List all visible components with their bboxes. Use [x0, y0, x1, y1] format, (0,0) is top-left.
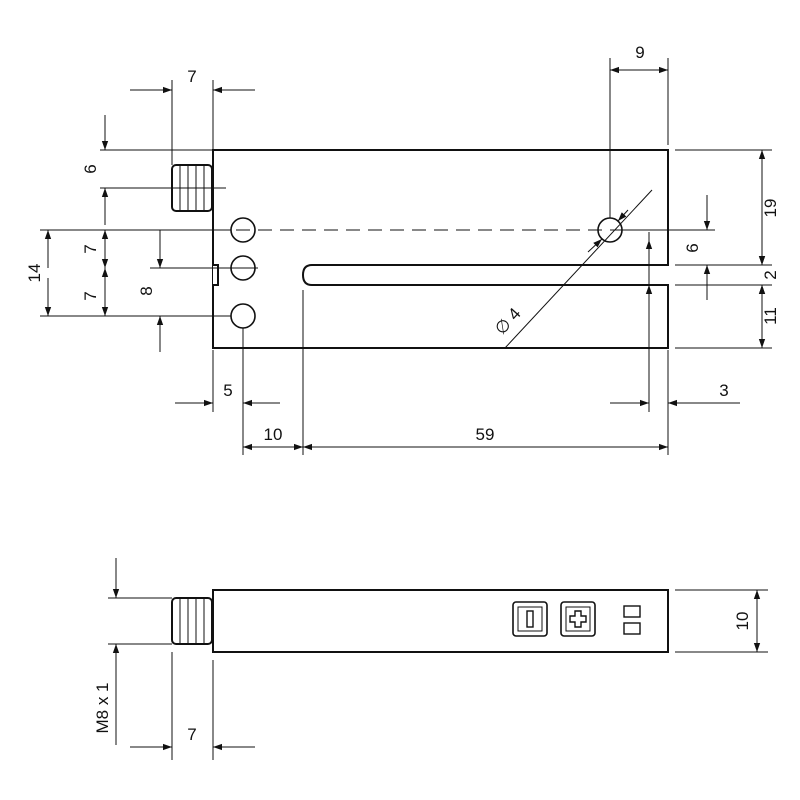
dim-slot-to-hole: 8	[137, 286, 156, 295]
dim-hole-axis-to-slot: 6	[683, 243, 702, 252]
dim-slot-length: 59	[476, 425, 495, 444]
led-indicator-icon	[623, 605, 641, 635]
dim-slot-to-bottom: 11	[761, 307, 780, 325]
m8-connector	[171, 164, 226, 212]
dim-hole-pitch-lower: 7	[81, 291, 100, 300]
dim-connector-offset: 6	[81, 164, 100, 173]
fork-slot	[301, 264, 668, 286]
dim-hole-span: 14	[25, 264, 44, 283]
dim-height: 10	[733, 612, 752, 631]
dim-right-to-hole-axis: 19	[761, 199, 780, 218]
dim-right-offset: 9	[635, 43, 644, 62]
m8-connector-side	[171, 597, 213, 645]
dim-thread: M8 x 1	[93, 682, 112, 733]
dim-connector-width-side: 7	[187, 725, 196, 744]
dim-slot-end-to-right: 3	[719, 381, 728, 400]
dim-hole-to-slot-start: 10	[264, 425, 283, 444]
sensor-housing	[212, 149, 669, 349]
top-view: 7 9 6 14 7 7 8 ∅ 4	[25, 43, 780, 455]
sensor-housing-side	[212, 589, 669, 653]
minus-key-icon	[512, 601, 548, 637]
dim-slot-width: 2	[761, 270, 780, 279]
dim-connector-width: 7	[187, 67, 196, 86]
mounting-hole	[230, 303, 256, 329]
plus-key-icon	[560, 601, 596, 637]
side-view: M8 x 1 7 10	[93, 558, 768, 760]
dim-hole-pitch-upper: 7	[81, 244, 100, 253]
dim-left-to-hole: 5	[223, 381, 232, 400]
